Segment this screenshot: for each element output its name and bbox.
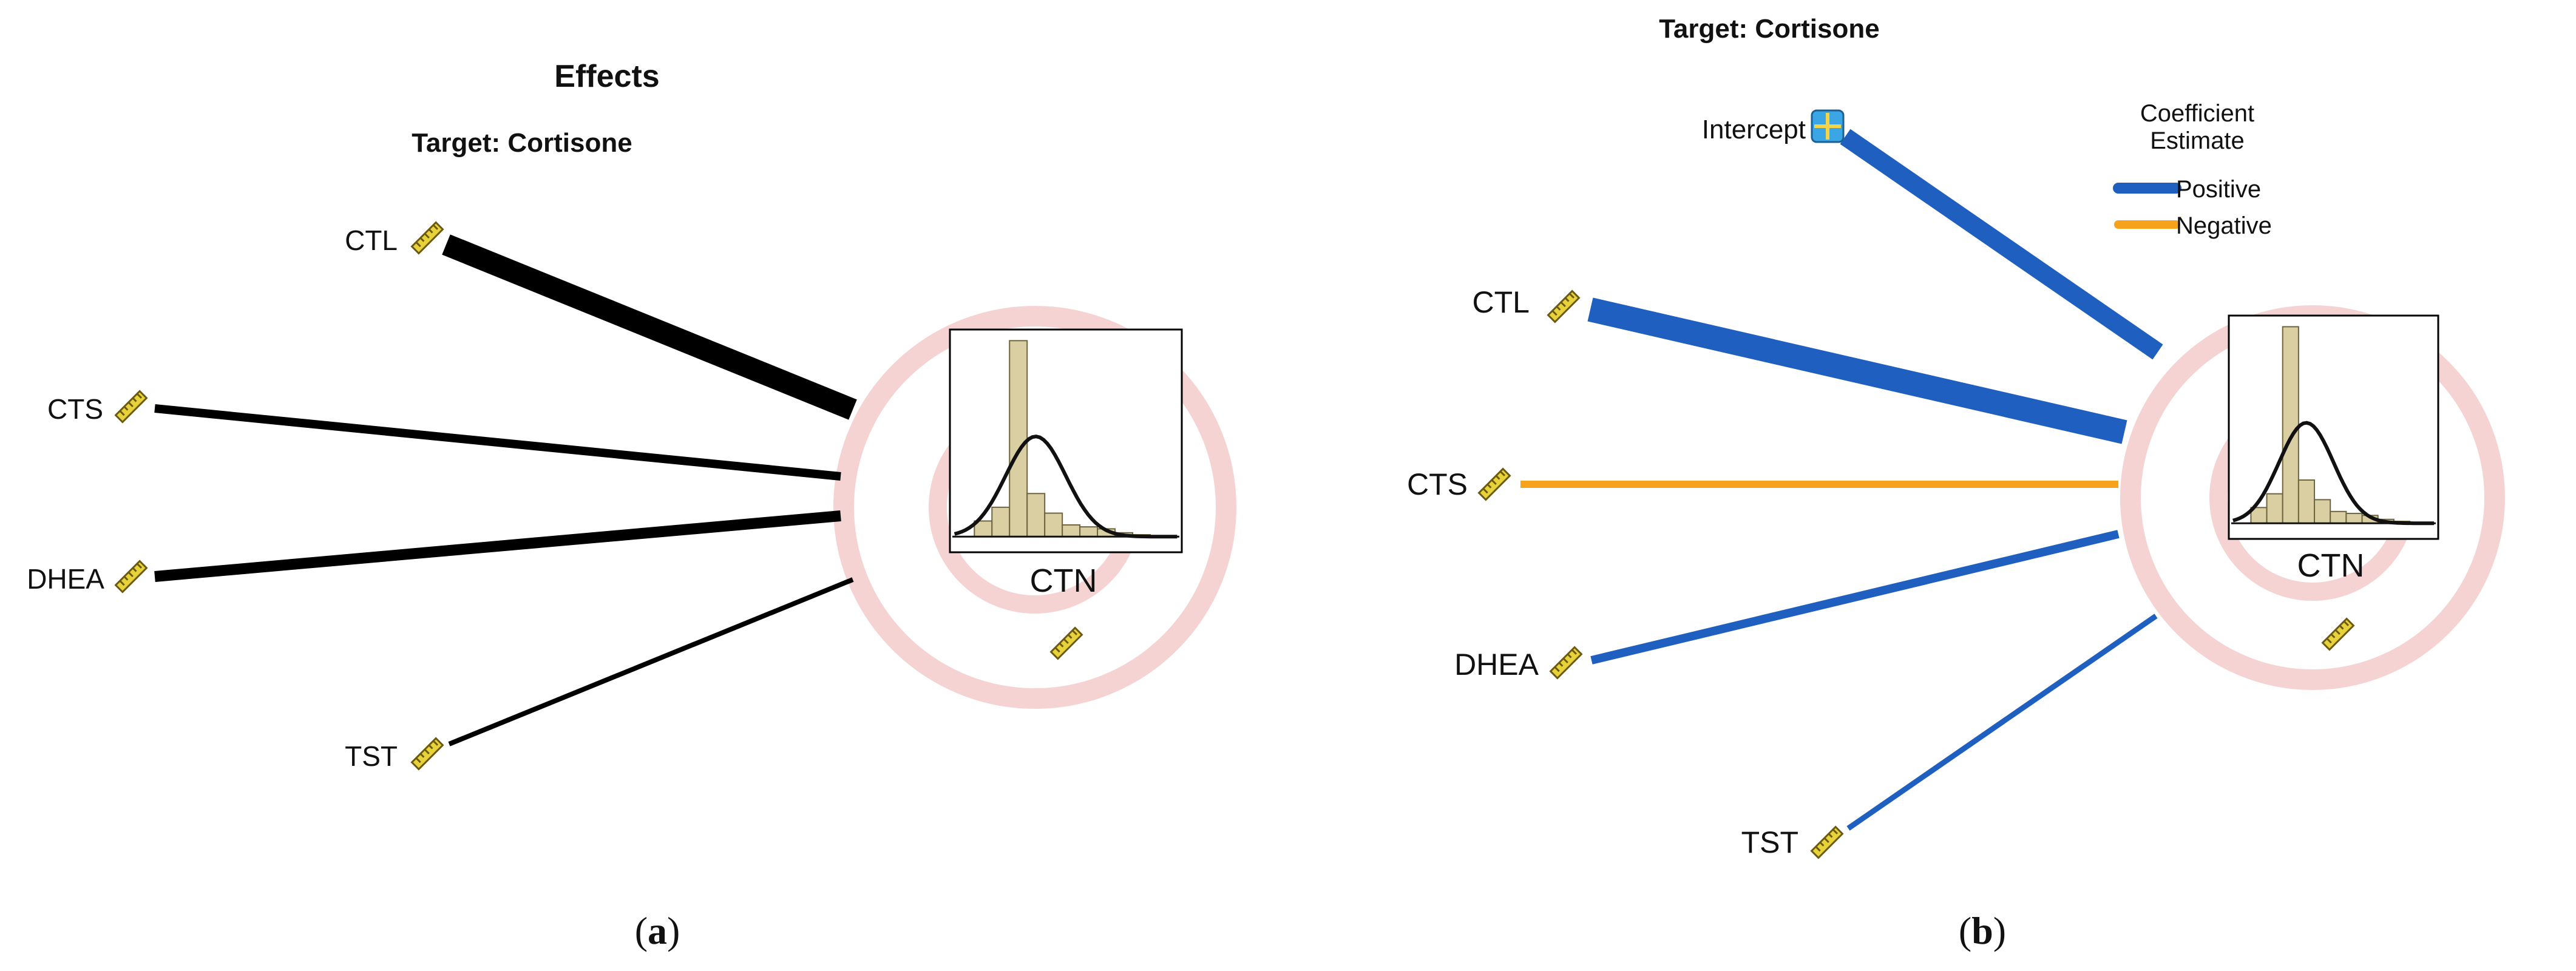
node-ctl: CTL	[1473, 285, 1580, 323]
panel-b-caption: (b)	[1959, 909, 2006, 952]
intercept-icon	[1811, 109, 1845, 143]
target-label: CTN	[2297, 547, 2365, 584]
edge-tst	[1846, 614, 2158, 831]
panel-b-subtitle: Target: Cortisone	[1659, 14, 1879, 44]
node-dhea: DHEA	[1454, 646, 1582, 682]
ruler-icon	[1478, 468, 1511, 501]
legend-positive-label: Positive	[2176, 176, 2261, 203]
ruler-icon	[115, 560, 147, 593]
histogram-bar	[2314, 499, 2331, 524]
histogram-bar	[1026, 493, 1046, 538]
ruler-icon	[411, 737, 444, 770]
edge-dhea	[1590, 530, 2120, 665]
node-label: TST	[345, 740, 398, 772]
histogram-bar	[2345, 513, 2363, 524]
ruler-icon	[1547, 290, 1580, 323]
target-histogram	[949, 328, 1183, 553]
node-cts: CTS	[47, 390, 147, 425]
edge-tst	[448, 577, 854, 746]
node-label: CTS	[1407, 467, 1468, 501]
panel-a-title: Effects	[554, 59, 659, 94]
ruler-icon	[411, 222, 444, 254]
node-label: Intercept	[1702, 115, 1806, 144]
node-tst: TST	[1741, 825, 1843, 859]
histogram-bar	[2330, 510, 2347, 524]
node-label: CTL	[1473, 285, 1530, 319]
legend-title-line-2: Estimate	[2150, 127, 2245, 154]
target-label: CTN	[1030, 563, 1097, 599]
node-label: TST	[1741, 825, 1798, 859]
node-label: CTL	[345, 225, 398, 256]
edge-cts	[154, 404, 841, 481]
node-dhea: DHEA	[27, 560, 147, 595]
legend: Coefficient Estimate Positive Negative	[2113, 100, 2272, 239]
histogram-bar	[2297, 479, 2316, 524]
edge-intercept	[1840, 129, 2163, 360]
histogram-bar	[1062, 524, 1081, 538]
legend-title-line-1: Coefficient	[2140, 100, 2254, 127]
ruler-icon	[1811, 826, 1843, 859]
node-label: DHEA	[27, 563, 104, 595]
ruler-icon	[2322, 618, 2354, 651]
histogram-bar	[2266, 493, 2283, 524]
target-histogram	[2228, 314, 2439, 540]
histogram-bar	[1044, 512, 1063, 538]
edge-dhea	[154, 510, 841, 582]
histogram-bar	[1079, 526, 1099, 538]
ruler-icon	[1050, 627, 1083, 660]
panel-b: Target: Cortisone Coefficient Estimate P…	[1407, 14, 2505, 952]
panel-a-subtitle: Target: Cortisone	[412, 128, 632, 158]
histogram-bar	[991, 506, 1011, 538]
edge-ctl	[1587, 297, 2127, 444]
legend-negative-label: Negative	[2176, 212, 2272, 239]
ruler-icon	[115, 390, 147, 423]
density-curve	[954, 435, 1178, 539]
node-cts: CTS	[1407, 467, 1511, 501]
node-intercept: Intercept	[1702, 109, 1845, 144]
panel-a-caption: (a)	[635, 909, 680, 952]
ruler-icon	[1550, 646, 1582, 679]
density-curve	[2232, 421, 2435, 526]
edge-ctl	[442, 234, 857, 420]
node-label: DHEA	[1454, 648, 1539, 682]
panel-a: Effects Target: Cortisone CTL CTS DHEA T…	[27, 59, 1236, 952]
node-ctl: CTL	[345, 222, 444, 256]
histogram-bar	[1009, 340, 1028, 538]
histogram-bar	[2282, 326, 2299, 524]
node-tst: TST	[345, 737, 444, 772]
node-label: CTS	[47, 393, 103, 425]
